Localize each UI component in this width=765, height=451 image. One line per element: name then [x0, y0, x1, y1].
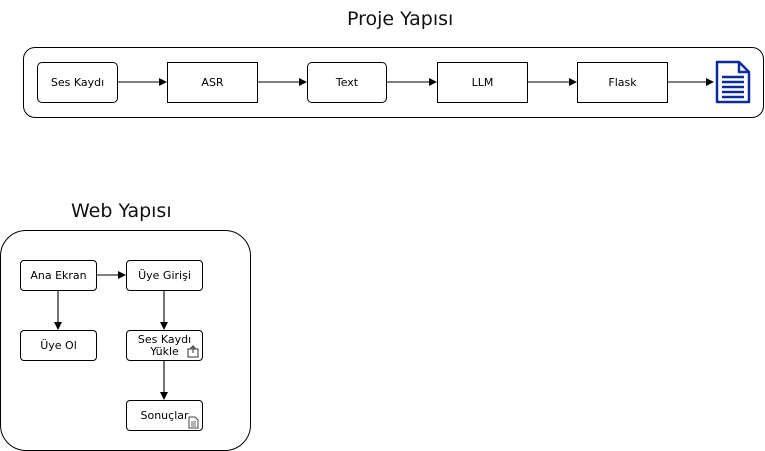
- node-flask: Flask: [577, 62, 668, 103]
- node-ses-kaydi-yukle-line1: Ses Kaydı: [137, 332, 192, 346]
- document-icon: [715, 60, 751, 104]
- node-ana-ekran: Ana Ekran: [20, 260, 97, 291]
- file-icon: [188, 416, 199, 429]
- node-text: Text: [307, 62, 387, 103]
- node-ses-kaydi: Ses Kaydı: [37, 62, 118, 103]
- node-ses-kaydi-yukle-line2: Yükle: [150, 344, 179, 358]
- web-title: Web Yapısı: [71, 200, 172, 222]
- node-llm: LLM: [437, 62, 528, 103]
- node-uye-girisi: Üye Girişi: [126, 260, 203, 291]
- node-asr: ASR: [167, 62, 258, 103]
- upload-icon: [187, 345, 199, 358]
- node-uye-ol: Üye Ol: [20, 330, 97, 361]
- proje-title: Proje Yapısı: [347, 8, 454, 30]
